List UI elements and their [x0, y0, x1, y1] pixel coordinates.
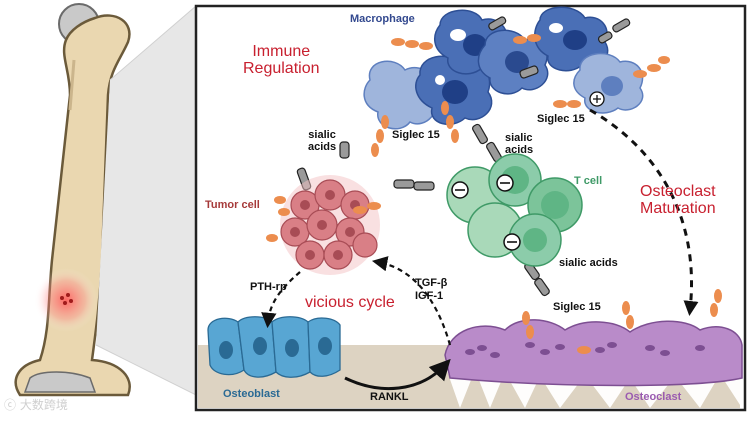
- rankl-arrow: [344, 358, 451, 390]
- osteoclast-label: Osteoclast: [625, 391, 682, 403]
- osteoclast-maturation-label: Osteoclast Maturation: [640, 183, 716, 217]
- tgf-arrow: [371, 256, 452, 346]
- maturation-arrow: [589, 108, 699, 316]
- tgf-beta-label: TGF-β: [415, 277, 448, 289]
- osteoclasts: [444, 289, 743, 387]
- immune-regulation-label: Immune Regulation: [243, 43, 320, 77]
- t-cell-label: T cell: [574, 175, 603, 187]
- siglec15-bottom-label: Siglec 15: [553, 301, 601, 313]
- watermark: ⓒ 大数跨境: [4, 398, 68, 412]
- pth-rp-label: PTH-rp: [250, 281, 287, 293]
- arrows: [261, 108, 699, 390]
- tumor-glow: [34, 268, 98, 332]
- femur-bone: [14, 3, 131, 397]
- siglec15-top-label: Siglec 15: [392, 129, 440, 141]
- rankl-label: RANKL: [370, 391, 409, 403]
- macrophage-label: Macrophage: [350, 13, 415, 25]
- t-cell-cluster: [446, 153, 583, 267]
- macrophage-cluster: [363, 6, 644, 130]
- siglec-chains-macrophage: [371, 34, 670, 157]
- sialic-acids-center-label: sialic acids: [505, 132, 534, 156]
- tumor-cell-label: Tumor cell: [205, 199, 260, 211]
- sialic-acids-left-label: sialic acids: [308, 129, 337, 153]
- vicious-cycle-label: vicious cycle: [305, 294, 395, 311]
- osteoblasts: [207, 316, 341, 378]
- osteoblast-label: Osteoblast: [223, 388, 280, 400]
- tumor-cluster: [266, 175, 381, 275]
- sialic-acids-bottom-label: sialic acids: [559, 257, 618, 269]
- siglec15-right-label: Siglec 15: [537, 113, 585, 125]
- pthrp-arrow: [261, 271, 301, 329]
- igf-1-label: IGF-1: [415, 290, 444, 302]
